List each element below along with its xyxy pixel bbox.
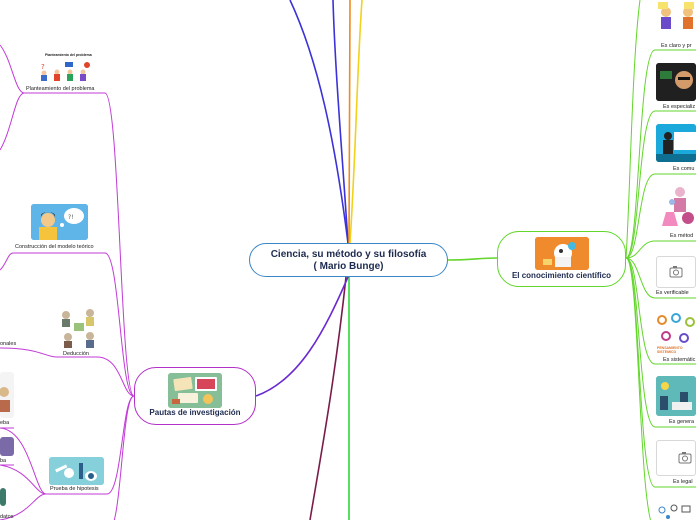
subtopic-claro[interactable]: Es claro y pr <box>661 43 692 49</box>
left-branch-links <box>0 44 135 520</box>
partial-illustration-icon <box>0 387 10 412</box>
subtopic-general[interactable]: Es genera <box>669 419 695 425</box>
subtopic-especializado[interactable]: Es especializ <box>663 104 696 110</box>
comunicable-image <box>656 124 696 162</box>
deduccion-image <box>56 305 102 349</box>
subtopic-construccion[interactable]: Construcción del modelo teórico <box>15 244 94 250</box>
link-central-left <box>255 276 349 397</box>
subtopic-deduccion[interactable]: Deducción <box>63 351 89 357</box>
knowledge-image <box>535 237 589 270</box>
lightbulb-idea-icon <box>656 376 696 416</box>
metodico-image <box>660 184 696 230</box>
partial-image-2 <box>0 437 14 456</box>
branch-conocimiento-cientifico[interactable]: El conocimiento científico <box>497 231 626 287</box>
subtopic-prueba[interactable]: Prueba de hipotesis <box>50 486 99 492</box>
subtopic-prueba-partial-2[interactable]: ba <box>0 458 7 464</box>
subtopic-comunicable[interactable]: Es comu <box>673 166 695 172</box>
sistematico-image-text: PENSAMIENTO SISTEMICO <box>657 346 683 354</box>
link-bottom-dark <box>309 276 347 520</box>
investigation-image <box>168 373 222 408</box>
people-discussion-icon <box>62 309 94 348</box>
central-topic-subtitle: ( Mario Bunge) <box>313 261 384 272</box>
especializado-image <box>656 63 696 101</box>
planteamiento-image: Planteamiento del problema ? <box>37 53 95 83</box>
prueba-image <box>49 457 104 485</box>
claro-image <box>656 0 696 38</box>
lab-flasks-icon <box>662 187 694 226</box>
presenter-screen-icon <box>656 124 696 162</box>
branch-pautas-label: Pautas de investigación <box>149 408 241 417</box>
gears-system-icon <box>657 313 695 343</box>
subtopic-deduccion-partial[interactable]: onales <box>0 341 17 347</box>
partial-bottom-image <box>656 502 696 520</box>
right-branch-links <box>625 0 696 520</box>
verificable-image-placeholder <box>656 256 696 288</box>
svg-text:?!: ?! <box>68 214 74 221</box>
subtopic-metodico[interactable]: Es métod <box>670 233 694 239</box>
central-topic-title: Ciencia, su método y su filosofía <box>270 249 427 260</box>
subtopic-legal[interactable]: Es legal <box>673 479 693 485</box>
link-central-right <box>447 257 498 261</box>
subtopic-prueba-partial-1[interactable]: eba <box>0 420 10 426</box>
thinking-person-icon: ?! <box>31 204 88 240</box>
desk-illustration-icon <box>168 373 222 408</box>
camera-icon <box>669 266 683 278</box>
link-top-blue <box>289 0 349 244</box>
subtopic-verificable[interactable]: Es verificable <box>656 290 689 296</box>
construccion-image: ?! <box>31 204 88 240</box>
partial-image-3 <box>0 488 6 506</box>
subtopic-sistematico[interactable]: Es sistemátic <box>663 357 696 363</box>
branch-conocimiento-label: El conocimiento científico <box>511 271 612 280</box>
knowledge-illustration-icon <box>535 237 589 270</box>
link-top-orange <box>348 0 351 244</box>
legal-image-placeholder <box>656 440 696 476</box>
svg-text:?: ? <box>41 63 45 71</box>
expert-portrait-icon <box>656 63 696 101</box>
general-image <box>656 376 696 416</box>
doodle-icons-icon <box>658 504 691 519</box>
branch-pautas-investigacion[interactable]: Pautas de investigación <box>134 367 256 425</box>
subtopic-planteamiento[interactable]: Planteamiento del problema <box>26 86 95 92</box>
people-questions-icon: ? <box>41 62 90 81</box>
link-top-blue-2 <box>332 0 349 244</box>
subtopic-datos-partial[interactable]: datos <box>0 514 14 520</box>
planteamiento-image-title: Planteamiento del problema <box>45 53 92 57</box>
central-topic[interactable]: Ciencia, su método y su filosofía ( Mari… <box>249 243 448 277</box>
partial-image-1 <box>0 372 14 418</box>
sistematico-image: PENSAMIENTO SISTEMICO <box>656 312 696 356</box>
camera-icon <box>678 452 692 464</box>
link-top-yellow <box>349 0 363 244</box>
lab-equipment-icon <box>49 457 104 485</box>
people-cards-icon <box>658 2 694 29</box>
